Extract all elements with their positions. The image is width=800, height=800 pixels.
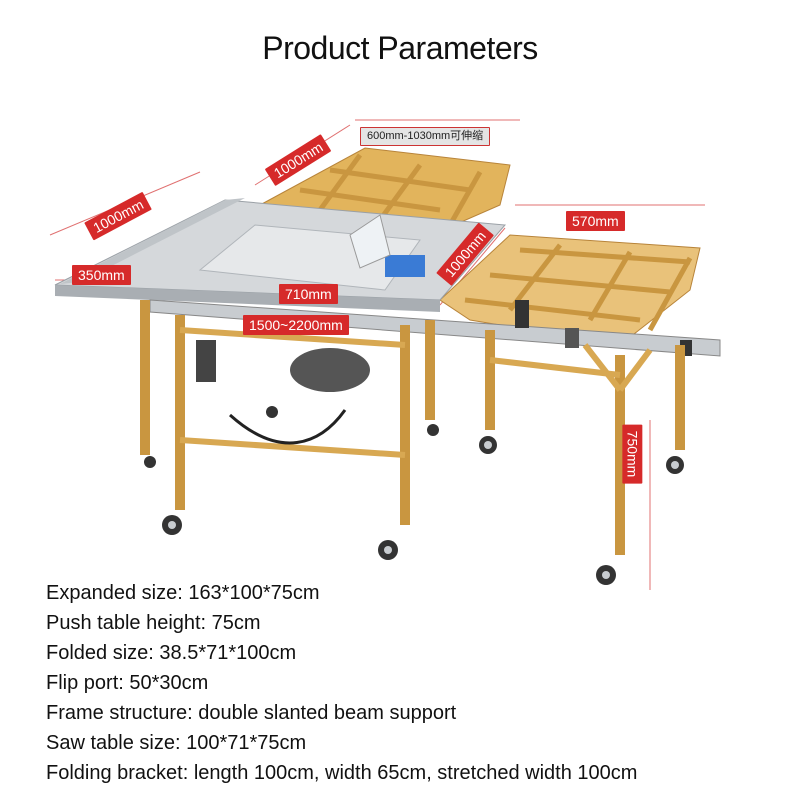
spec-folding-bracket: Folding bracket: length 100cm, width 65c… (46, 762, 638, 784)
spec-saw-table-size: Saw table size: 100*71*75cm (46, 732, 307, 754)
table-width-label: 710mm (279, 284, 338, 304)
height-label: 750mm (622, 424, 643, 484)
spec-list: Expanded size: 163*100*75cm Push table h… (46, 578, 637, 788)
spec-expanded-size: Expanded size: 163*100*75cm (46, 582, 320, 604)
right-width-label: 570mm (566, 211, 625, 231)
frame-legs (140, 300, 685, 555)
side-width-label: 350mm (72, 265, 131, 285)
spec-folded-size: Folded size: 38.5*71*100cm (46, 642, 297, 664)
rail-length-label: 1500~2200mm (243, 315, 349, 335)
saw-table-top (54, 198, 507, 312)
page-title: Product Parameters (262, 30, 538, 66)
spec-frame-structure: Frame structure: double slanted beam sup… (46, 702, 457, 724)
folding-bracket-right (439, 234, 701, 346)
switch-box (196, 340, 216, 382)
telescopic-label: 600mm-1030mm可伸缩 (360, 127, 491, 146)
spec-flip-port: Flip port: 50*30cm (46, 672, 209, 694)
casters (144, 406, 684, 585)
spec-push-table-height: Push table height: 75cm (46, 612, 261, 634)
